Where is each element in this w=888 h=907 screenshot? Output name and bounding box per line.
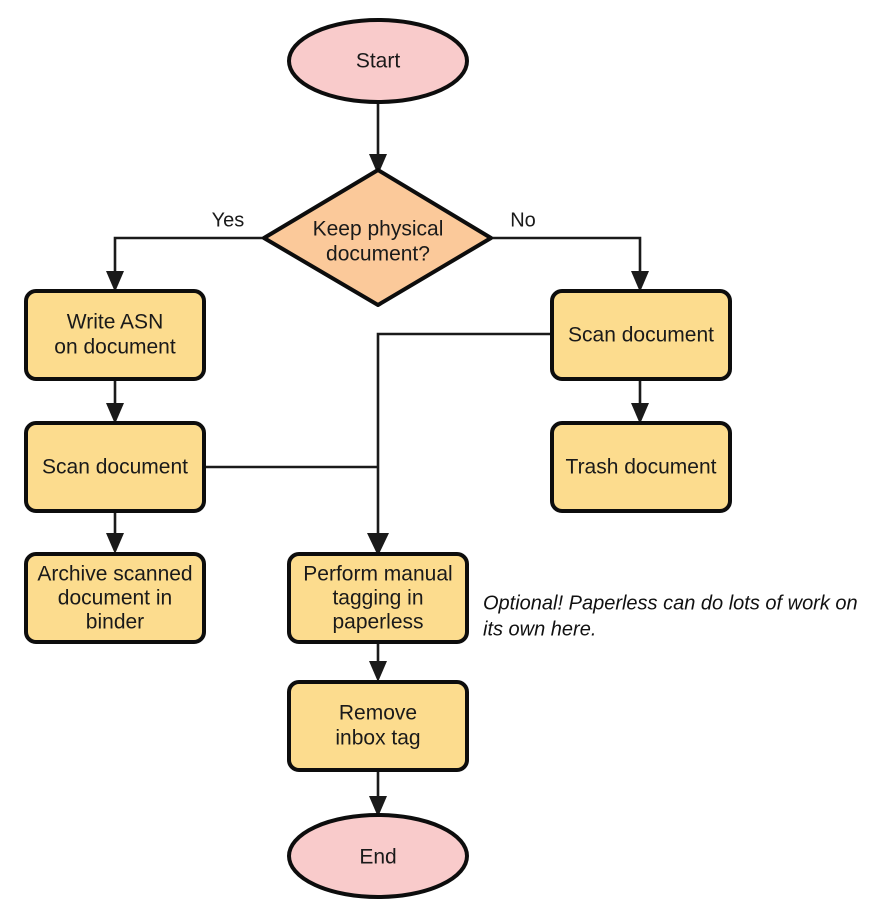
scan-document-left-box[interactable] xyxy=(24,421,206,513)
edge-start-to-decision xyxy=(369,103,387,175)
node-remove-inbox-tag[interactable]: Remove inbox tag xyxy=(287,680,469,772)
end-label: End xyxy=(359,846,396,869)
decision-label-line2: document? xyxy=(326,243,430,266)
write-asn-label-line1: Write ASN xyxy=(67,311,163,334)
node-scan-document-left[interactable]: Scan document xyxy=(24,421,206,513)
archive-box[interactable] xyxy=(24,552,206,644)
node-end[interactable]: End xyxy=(287,813,469,899)
trash-document-box[interactable] xyxy=(550,421,732,513)
node-archive-scanned-document[interactable]: Archive scanned document in binder xyxy=(24,552,206,644)
remove-inbox-tag-box[interactable] xyxy=(287,680,469,772)
node-trash-document[interactable]: Trash document xyxy=(550,421,732,513)
node-scan-document-right[interactable]: Scan document xyxy=(550,289,732,381)
start-label: Start xyxy=(356,50,401,73)
start-ellipse[interactable] xyxy=(287,18,469,104)
edge-tagging-to-remove-inbox xyxy=(369,643,387,682)
edge-scan-right-to-tagging xyxy=(367,332,552,556)
archive-label-line2: document in xyxy=(58,587,172,610)
node-start[interactable]: Start xyxy=(287,18,469,104)
trash-document-label: Trash document xyxy=(566,456,717,479)
node-decision-keep-physical-document[interactable]: Keep physical document? xyxy=(262,168,493,307)
end-ellipse[interactable] xyxy=(287,813,469,899)
node-write-asn-on-document[interactable]: Write ASN on document xyxy=(24,289,206,381)
scan-document-right-box[interactable] xyxy=(550,289,732,381)
edge-label-no: No xyxy=(510,209,536,231)
node-perform-manual-tagging[interactable]: Perform manual tagging in paperless xyxy=(287,552,469,644)
decision-diamond[interactable] xyxy=(262,168,493,307)
tagging-label-line2: tagging in xyxy=(332,587,423,610)
edge-write-asn-to-scan-left xyxy=(106,379,124,424)
remove-inbox-label-line2: inbox tag xyxy=(335,727,420,750)
edge-remove-inbox-to-end xyxy=(369,770,387,817)
tagging-box[interactable] xyxy=(287,552,469,644)
annotation-line2: its own here. xyxy=(483,618,596,640)
edge-decision-yes-to-write-asn xyxy=(106,236,264,292)
edge-decision-no-to-scan-right xyxy=(491,236,649,292)
annotation-note: Optional! Paperless can do lots of work … xyxy=(483,592,858,640)
tagging-label-line3: paperless xyxy=(332,611,423,634)
scan-document-left-label: Scan document xyxy=(42,456,188,479)
write-asn-label-line2: on document xyxy=(54,336,176,359)
remove-inbox-label-line1: Remove xyxy=(339,702,417,725)
annotation-line1: Optional! Paperless can do lots of work … xyxy=(483,592,858,614)
edge-label-yes: Yes xyxy=(212,209,245,231)
tagging-label-line1: Perform manual xyxy=(303,563,452,586)
archive-label-line3: binder xyxy=(86,611,144,634)
archive-label-line1: Archive scanned xyxy=(37,563,192,586)
edge-scan-right-to-trash xyxy=(631,379,649,424)
write-asn-box[interactable] xyxy=(24,289,206,381)
scan-document-right-label: Scan document xyxy=(568,324,714,347)
edge-scan-left-to-archive xyxy=(106,511,124,554)
decision-label-line1: Keep physical xyxy=(313,218,444,241)
